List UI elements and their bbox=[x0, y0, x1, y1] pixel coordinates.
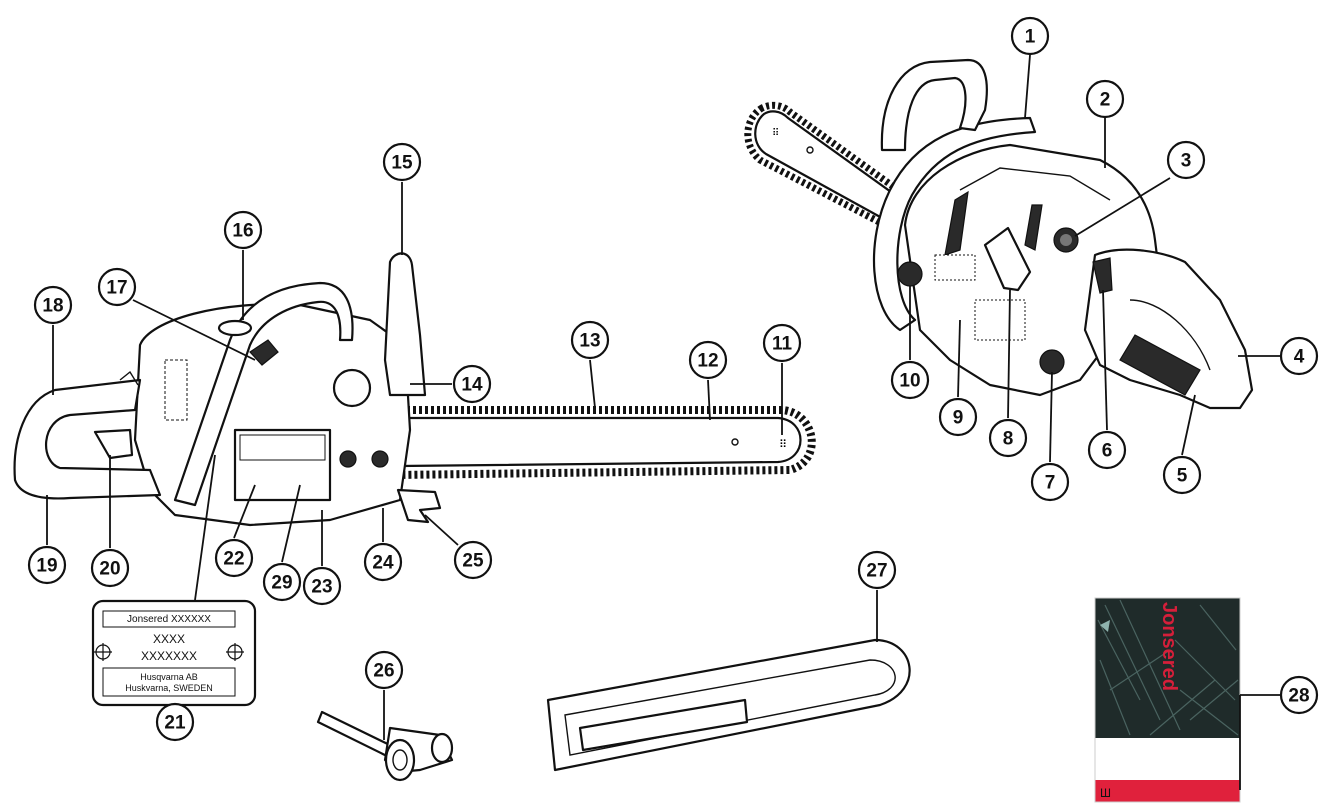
callout-21: 21 bbox=[155, 702, 195, 742]
callout-2-label: 2 bbox=[1100, 90, 1111, 111]
side-view-chainsaw: ⠿ bbox=[13, 252, 816, 527]
callout-18: 18 bbox=[33, 285, 73, 325]
side-view-decompression bbox=[249, 339, 279, 366]
callout-24: 24 bbox=[363, 542, 403, 582]
callout-22: 22 bbox=[214, 538, 254, 578]
side-view-chain-brake bbox=[383, 252, 427, 397]
callout-20-label: 20 bbox=[99, 559, 120, 580]
manual-brand: Jonsered bbox=[1158, 602, 1180, 691]
callout-29: 29 bbox=[262, 562, 302, 602]
plate-code-line-2: XXXXXXX bbox=[141, 649, 197, 663]
callout-7-label: 7 bbox=[1045, 473, 1056, 494]
callout-6: 6 bbox=[1087, 430, 1127, 470]
callout-21-label: 21 bbox=[164, 713, 186, 734]
callout-27-label: 27 bbox=[866, 561, 887, 582]
rear-view-front-handle bbox=[872, 116, 1037, 332]
callout-5-label: 5 bbox=[1177, 466, 1188, 487]
leader-lines bbox=[46, 54, 1280, 790]
plate-code-line-1: XXXX bbox=[153, 632, 185, 646]
callout-29-label: 29 bbox=[271, 573, 292, 594]
callout-9: 9 bbox=[938, 397, 978, 437]
callout-16: 16 bbox=[223, 210, 263, 250]
plate-maker-line-1: Husqvarna AB bbox=[140, 672, 198, 682]
callout-14: 14 bbox=[452, 364, 492, 404]
callout-23: 23 bbox=[302, 566, 342, 606]
callout-17-label: 17 bbox=[106, 278, 127, 299]
side-view-throttle-trigger bbox=[93, 428, 134, 460]
rear-view-fuel-cap bbox=[1039, 349, 1065, 375]
callout-27: 27 bbox=[857, 550, 897, 590]
rear-view-chainsaw: ⠿ bbox=[744, 58, 1254, 410]
callout-28: 28 bbox=[1279, 675, 1319, 715]
manual-footer-mark: Ш bbox=[1100, 786, 1111, 800]
callout-11-label: 11 bbox=[772, 334, 793, 355]
side-view-bucking-spike bbox=[396, 488, 442, 524]
plate-maker-line-2: Huskvarna, SWEDEN bbox=[125, 683, 213, 693]
plate-model-line: Jonsered XXXXXX bbox=[127, 614, 211, 625]
callout-1: 1 bbox=[1010, 16, 1050, 56]
callout-5: 5 bbox=[1162, 455, 1202, 495]
callout-7: 7 bbox=[1030, 462, 1070, 502]
operators-manual: Jonsered Ш bbox=[1094, 597, 1241, 803]
plate-crosshair-right bbox=[226, 643, 244, 661]
rear-view-choke-lever bbox=[983, 226, 1032, 292]
callout-6-label: 6 bbox=[1102, 441, 1113, 462]
guide-bar-cover bbox=[546, 638, 911, 772]
callout-12-label: 12 bbox=[697, 351, 718, 372]
callout-10-label: 10 bbox=[899, 371, 920, 392]
callout-18-label: 18 bbox=[42, 296, 63, 317]
callout-15-label: 15 bbox=[391, 153, 413, 174]
callout-8: 8 bbox=[988, 418, 1028, 458]
rating-plate: Jonsered XXXXXX XXXX XXXXXXX Husqvarna A… bbox=[91, 599, 257, 707]
callout-4: 4 bbox=[1279, 336, 1319, 376]
callout-26-label: 26 bbox=[373, 661, 394, 682]
callout-12: 12 bbox=[688, 340, 728, 380]
side-view-rear-handle bbox=[13, 378, 162, 500]
callout-16-label: 16 bbox=[232, 221, 253, 242]
callout-1-label: 1 bbox=[1025, 27, 1036, 48]
callout-4-label: 4 bbox=[1294, 347, 1305, 368]
rear-view-rear-handle bbox=[1083, 248, 1254, 410]
callout-15: 15 bbox=[382, 142, 422, 182]
svg-text:⠿: ⠿ bbox=[772, 128, 779, 139]
callout-2: 2 bbox=[1085, 79, 1125, 119]
svg-text:⠿: ⠿ bbox=[779, 439, 787, 451]
callout-13: 13 bbox=[570, 320, 610, 360]
plate-crosshair-left bbox=[94, 643, 112, 661]
callout-9-label: 9 bbox=[953, 408, 964, 429]
callout-24-label: 24 bbox=[372, 553, 394, 574]
callout-13-label: 13 bbox=[579, 331, 600, 352]
rear-view-top-handle bbox=[880, 58, 988, 152]
callout-19: 19 bbox=[27, 545, 67, 585]
callout-3-label: 3 bbox=[1181, 151, 1192, 172]
callout-28-label: 28 bbox=[1288, 686, 1309, 707]
side-view-cylinder-vents bbox=[164, 359, 188, 421]
combination-spanner bbox=[316, 710, 454, 782]
callout-14-label: 14 bbox=[461, 375, 483, 396]
callout-11: 11 bbox=[762, 323, 802, 363]
side-view-bar-nut-rear bbox=[371, 450, 389, 468]
rear-view-cap bbox=[897, 261, 923, 287]
rear-view-cooling-vents bbox=[934, 254, 1026, 341]
callout-23-label: 23 bbox=[311, 577, 332, 598]
side-view-top-cap bbox=[217, 319, 253, 337]
manual-cover-texture bbox=[1097, 599, 1239, 736]
side-view-front-handle bbox=[173, 281, 354, 507]
callout-22-label: 22 bbox=[223, 549, 244, 570]
side-view-guide-bar: ⠿ bbox=[391, 406, 816, 480]
callout-8-label: 8 bbox=[1003, 429, 1014, 450]
callout-20: 20 bbox=[90, 548, 130, 588]
callout-17: 17 bbox=[97, 267, 137, 307]
side-view-bar-nut-front bbox=[339, 450, 357, 468]
callout-19-label: 19 bbox=[36, 556, 57, 577]
callout-26: 26 bbox=[364, 650, 404, 690]
callout-25: 25 bbox=[453, 540, 493, 580]
rear-view-guide-bar: ⠿ bbox=[744, 101, 910, 230]
callout-25-label: 25 bbox=[462, 551, 484, 572]
callout-3: 3 bbox=[1166, 140, 1206, 180]
callout-10: 10 bbox=[890, 360, 930, 400]
